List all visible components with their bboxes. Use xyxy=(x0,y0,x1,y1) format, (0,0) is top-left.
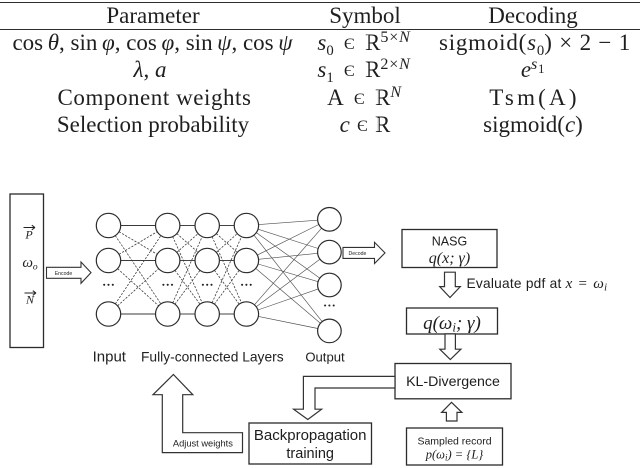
svg-text:Decode: Decode xyxy=(349,251,367,257)
svg-text:q(x; γ): q(x; γ) xyxy=(429,250,470,267)
svg-text:Adjust weights: Adjust weights xyxy=(173,439,233,449)
svg-text:p(ωi) = {L}: p(ωi) = {L} xyxy=(425,448,484,463)
svg-text:Input: Input xyxy=(93,349,127,366)
svg-text:N: N xyxy=(25,293,35,307)
svg-text:Sampled record: Sampled record xyxy=(417,436,491,448)
svg-text:Output: Output xyxy=(305,350,345,365)
svg-text:q(ωi; γ): q(ωi; γ) xyxy=(423,313,481,335)
svg-text:P: P xyxy=(24,228,33,242)
svg-text:Fully-connected Layers: Fully-connected Layers xyxy=(141,350,284,365)
svg-text:Evaluate pdf at x=ωi: Evaluate pdf at x=ωi xyxy=(467,276,608,294)
svg-text:Backpropagation: Backpropagation xyxy=(254,427,367,444)
svg-text:KL-Divergence: KL-Divergence xyxy=(406,374,500,390)
svg-text:NASG: NASG xyxy=(432,235,467,249)
svg-text:Encode: Encode xyxy=(55,271,73,277)
svg-text:ωo: ωo xyxy=(22,255,38,273)
svg-text:training: training xyxy=(286,446,334,462)
